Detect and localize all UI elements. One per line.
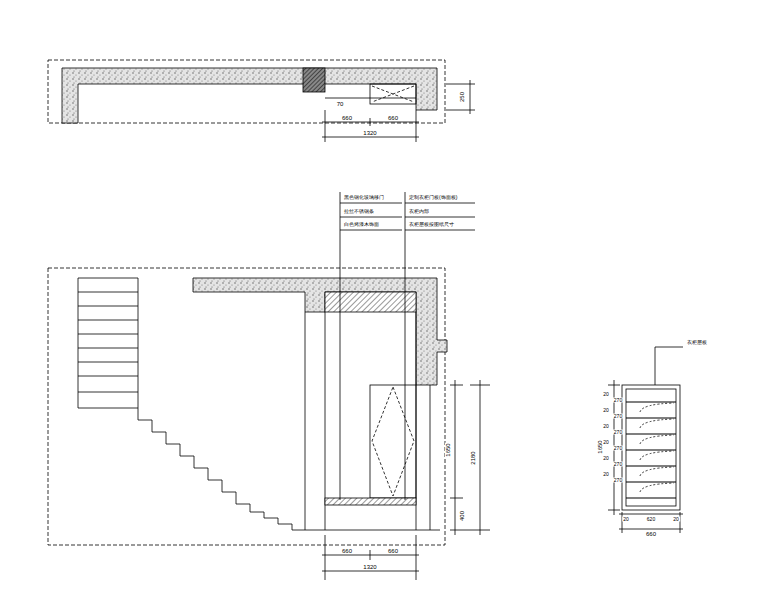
dimension-text: 70 xyxy=(336,101,345,107)
dimension-text: 2180 xyxy=(470,450,476,465)
dimension-text: 20 xyxy=(602,408,610,413)
dimension-text: 270 xyxy=(613,398,623,403)
dimension-text: 660 xyxy=(341,548,353,554)
dimension-text: 20 xyxy=(602,392,610,397)
dimension-text: 660 xyxy=(645,531,657,537)
dimension-text: 1650 xyxy=(445,442,451,457)
dimension-text: 270 xyxy=(613,478,623,483)
dimension-text: 1320 xyxy=(362,130,377,136)
callout-text: 衣柜内部 xyxy=(408,209,430,214)
dimension-text: 660 xyxy=(387,548,399,554)
dimension-text: 250 xyxy=(459,91,465,103)
dimension-text: 270 xyxy=(613,462,623,467)
dimension-text: 1320 xyxy=(362,564,377,570)
callout-text: 衣柜层板按图纸尺寸 xyxy=(408,222,455,227)
dimension-text: 20 xyxy=(602,424,610,429)
callout-text: 白色烤漆木饰面 xyxy=(343,222,380,227)
dimension-text: 20 xyxy=(672,517,680,522)
dimension-text: 270 xyxy=(613,446,623,451)
dimension-text: 400 xyxy=(459,510,465,522)
callout-text: 拉丝不锈钢条 xyxy=(343,209,375,214)
dimension-text: 270 xyxy=(613,414,623,419)
callout-text: 衣柜层板 xyxy=(686,340,708,345)
dimension-text: 20 xyxy=(602,472,610,477)
dimension-text: 660 xyxy=(341,115,353,121)
dimension-text: 660 xyxy=(387,115,399,121)
callout-text: 定制衣柜门板(饰面板) xyxy=(408,195,458,200)
dimension-text: 20 xyxy=(602,440,610,445)
dimension-text: 20 xyxy=(622,517,630,522)
dimension-text: 620 xyxy=(646,517,656,522)
callout-text: 黑色钢化玻璃移门 xyxy=(343,195,385,200)
dimension-text: 20 xyxy=(602,456,610,461)
dimension-text: 270 xyxy=(613,430,623,435)
